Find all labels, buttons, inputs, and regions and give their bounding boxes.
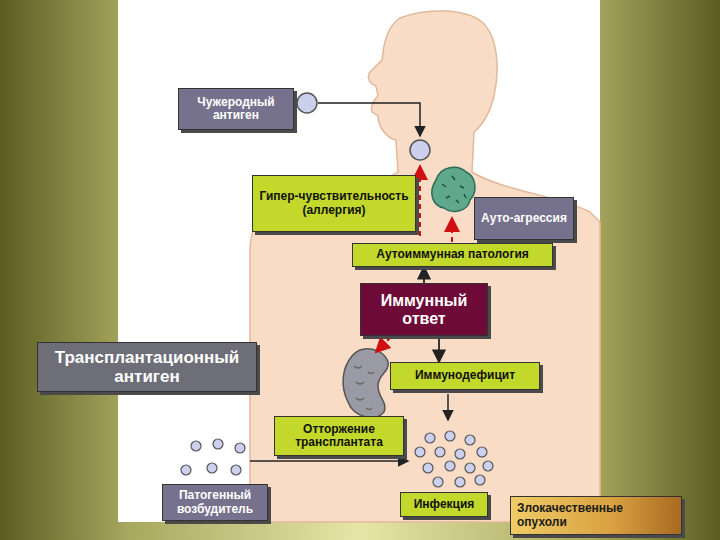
text-wrap: Трансплантационный антиген [38,346,256,388]
node-label: Патогенный возбудитель [168,489,262,516]
central-box: Иммунный ответ [360,283,488,336]
microbe-dot [425,433,435,443]
effect-box: Гипер-чувствительность (аллергия) [252,175,416,232]
text-wrap: Иммунодефицит [410,367,520,384]
microbe-dot [445,461,455,471]
antigen-circle [410,140,430,160]
microbe-dot [433,477,443,487]
node-label: Трансплантационный антиген [43,348,251,386]
node-label: Злокачественные опухоли [517,502,675,529]
microbe-dot [191,441,201,451]
antigen-box: Трансплантационный антиген [37,342,257,392]
autoimmune-cell [432,167,475,211]
microbe-dot [213,439,223,449]
microbe-dot [235,443,245,453]
kidney-texture [354,366,374,410]
microbe-dot [435,447,445,457]
node-label: Иммунный ответ [366,292,482,328]
kidney-graft [343,349,388,418]
human-silhouette [250,11,600,522]
microbe-dot [207,463,217,473]
microbe-dot [423,463,433,473]
text-wrap: Гипер-чувствительность (аллергия) [253,188,415,219]
microbe-dot [455,477,465,487]
effect-box: Злокачественные опухоли [510,496,682,535]
text-wrap: Отторжение трансплантата [275,421,403,452]
cell-texture [442,176,466,203]
microbe-dot [477,447,487,457]
node-label: Иммунодефицит [415,369,515,382]
microbe-dot [475,475,485,485]
effect-box: Отторжение трансплантата [274,416,404,456]
microbe-dot [445,431,455,441]
node-label: Отторжение трансплантата [280,423,398,450]
infection-arrow [250,460,408,462]
node-label: Инфекция [414,498,475,511]
antigen-circle [297,93,317,113]
connector-arrow [438,336,440,362]
node-label: Гипер-чувствительность (аллергия) [258,190,410,217]
effect-box: Аутоиммунная патология [352,243,553,267]
antigen-box: Патогенный возбудитель [162,484,268,521]
microbe-dot [465,463,475,473]
microbe-dot [415,447,425,457]
microbe-dot [455,449,465,459]
antigen-box: Ауто-агрессия [474,197,574,240]
red-dashed-arrow [376,338,390,352]
microbe-dot [231,465,241,475]
node-label: Аутоиммунная патология [376,248,529,261]
text-wrap: Аутоиммунная патология [371,246,534,263]
text-wrap: Злокачественные опухоли [511,500,681,531]
effect-box: Инфекция [400,492,488,517]
node-label: Ауто-агрессия [481,212,567,225]
effect-box: Иммунодефицит [390,362,540,390]
antigen-path [318,103,420,136]
antigen-box: Чужеродный антиген [178,88,294,130]
immunodeficiency-arrow [447,394,449,420]
text-wrap: Иммунный ответ [361,290,487,330]
microbe-dot [465,435,475,445]
text-wrap: Чужеродный антиген [179,94,293,125]
text-wrap: Патогенный возбудитель [163,487,267,518]
red-dashed-arrow [451,218,453,242]
node-label: Чужеродный антиген [184,96,288,123]
microbe-dot [181,465,191,475]
microbe-dot [483,461,493,471]
text-wrap: Инфекция [409,496,480,513]
text-wrap: Ауто-агрессия [476,210,572,227]
connector-arrow [423,267,425,283]
red-dashed-arrow [419,166,421,236]
